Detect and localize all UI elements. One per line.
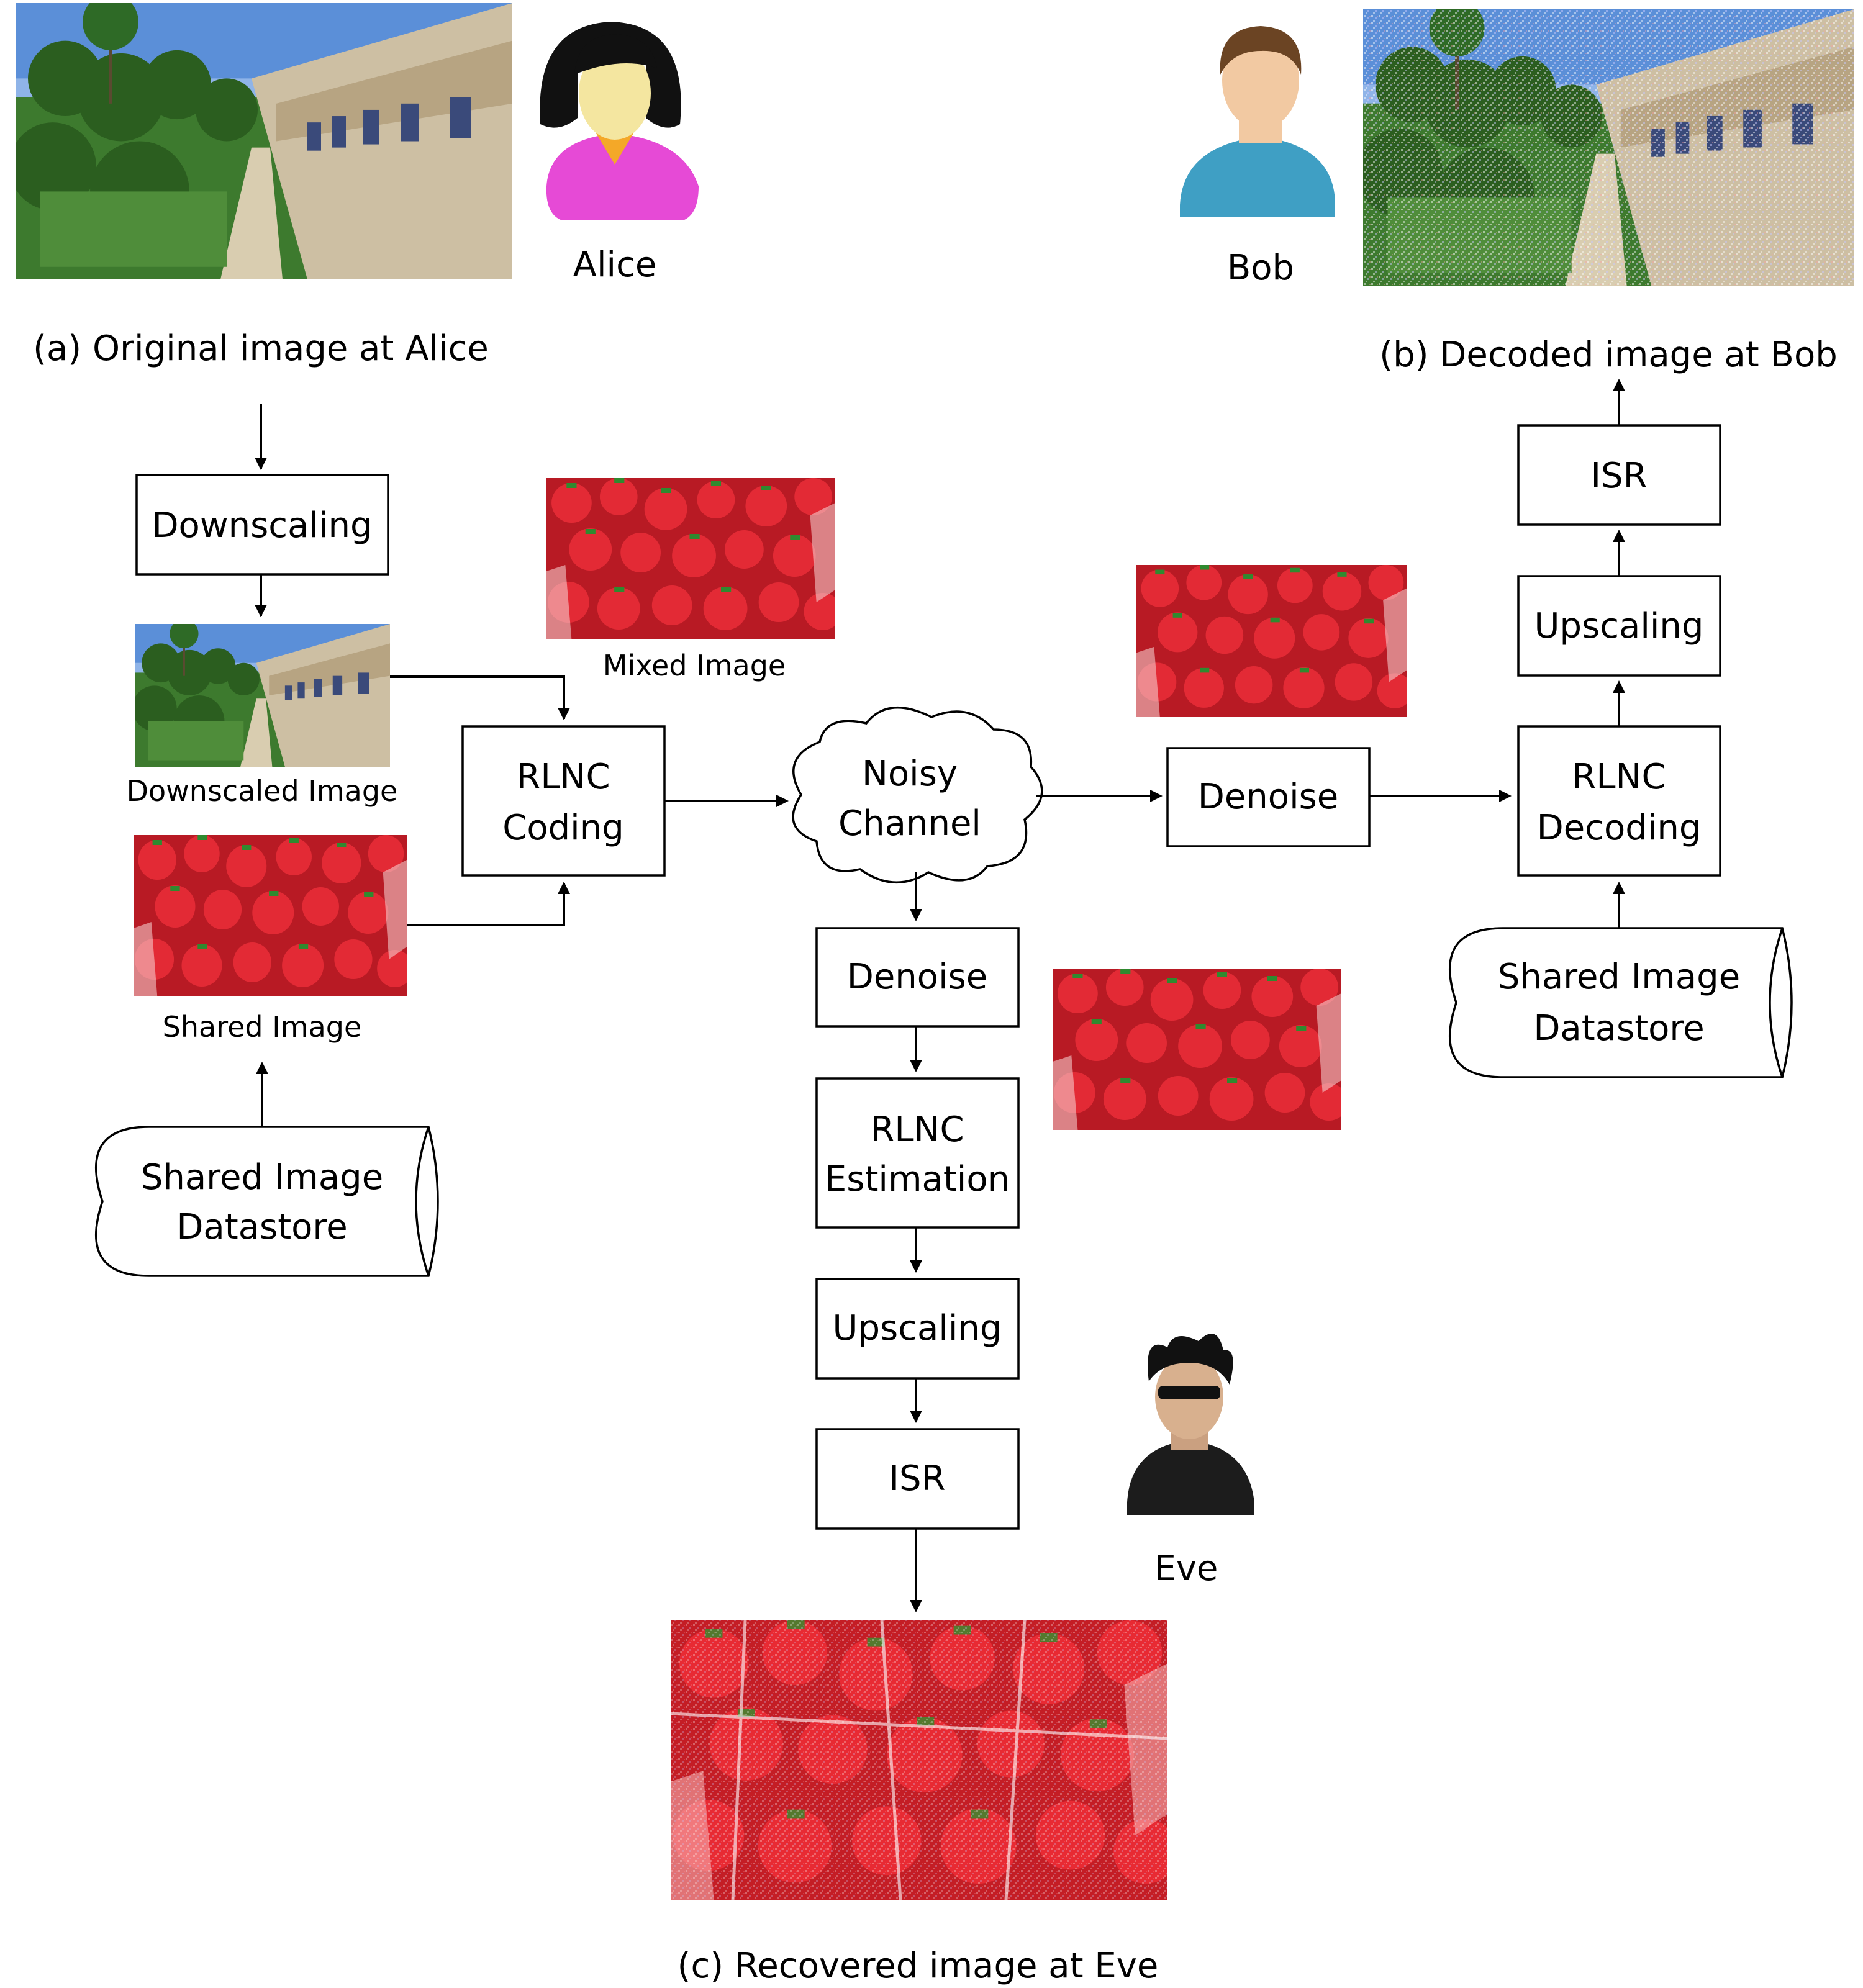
rlnc-decoding-label-1: RLNC	[1572, 757, 1666, 797]
bob-denoise-label: Denoise	[1198, 777, 1339, 817]
noisy-channel-cloud	[792, 706, 1043, 883]
decoded-image	[1363, 9, 1854, 286]
eve-label: Eve	[1154, 1548, 1218, 1589]
eve-upscaling-label: Upscaling	[833, 1308, 1002, 1349]
alice-label: Alice	[573, 245, 657, 285]
caption-b: (b) Decoded image at Bob	[1379, 335, 1838, 375]
downscaled-image	[135, 624, 390, 767]
eve-upscaling-box	[815, 1278, 1020, 1380]
alice-avatar-icon	[540, 22, 699, 220]
downscaling-label: Downscaling	[152, 505, 372, 546]
downscaled-image-label: Downscaled Image	[127, 774, 398, 808]
eve-avatar-icon	[1127, 1334, 1254, 1515]
mixed-image	[546, 478, 835, 639]
rlnc-decoding-box	[1517, 725, 1721, 877]
bob-isr-label: ISR	[1591, 456, 1648, 496]
rlnc-estimation-label-1: RLNC	[870, 1109, 964, 1150]
eve-isr-box	[815, 1428, 1020, 1530]
bob-datastore-label-1: Shared Image	[1498, 957, 1740, 997]
shared-image-label: Shared Image	[163, 1010, 362, 1044]
bob-datastore	[1448, 927, 1793, 1078]
alice-datastore-label-2: Datastore	[176, 1207, 347, 1247]
channel-label-1: Noisy	[862, 754, 958, 794]
rlnc-coding-box	[461, 725, 666, 877]
rlnc-coding-label-1: RLNC	[516, 757, 610, 797]
bob-isr-box	[1517, 424, 1721, 526]
eve-isr-label: ISR	[889, 1458, 946, 1499]
shared-image	[134, 835, 407, 996]
original-image	[16, 3, 512, 279]
channel-label-2: Channel	[838, 803, 981, 844]
bob-avatar-icon	[1180, 26, 1335, 217]
bob-denoised-image	[1136, 565, 1407, 717]
bob-upscaling-label: Upscaling	[1534, 606, 1704, 646]
eve-denoised-image	[1053, 969, 1341, 1130]
alice-datastore-label-1: Shared Image	[141, 1157, 383, 1198]
arrow-shared-to-coding	[407, 882, 570, 926]
bob-datastore-label-2: Datastore	[1533, 1008, 1704, 1049]
caption-c: (c) Recovered image at Eve	[678, 1946, 1159, 1986]
recovered-image	[670, 1620, 1168, 1900]
bob-denoise-box	[1166, 747, 1371, 847]
caption-a: (a) Original image at Alice	[33, 328, 489, 369]
alice-datastore	[94, 1126, 439, 1277]
mixed-image-label: Mixed Image	[603, 649, 786, 682]
arrow-downscaled-to-coding	[390, 675, 570, 720]
rlnc-estimation-box	[815, 1077, 1020, 1229]
downscaling-box	[135, 474, 389, 576]
rlnc-coding-label-2: Coding	[502, 808, 624, 848]
rlnc-estimation-label-2: Estimation	[825, 1159, 1010, 1200]
eve-denoise-label: Denoise	[847, 957, 988, 997]
eve-denoise-box	[815, 927, 1020, 1028]
bob-label: Bob	[1227, 248, 1294, 288]
rlnc-decoding-label-2: Decoding	[1537, 808, 1702, 848]
